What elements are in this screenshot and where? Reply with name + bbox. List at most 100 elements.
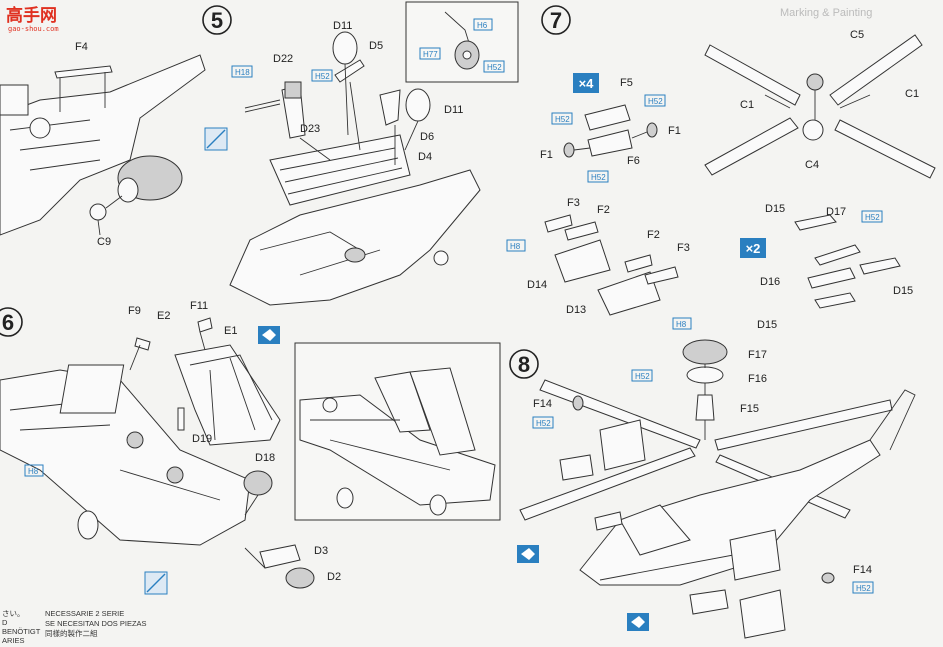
svg-text:H52: H52	[856, 584, 871, 593]
label-c4: C4	[805, 159, 819, 171]
part-d13-shape	[597, 271, 661, 316]
part-d3-shape	[259, 544, 301, 569]
label-f1-left: F1	[540, 149, 553, 161]
label-f2-top: F2	[597, 204, 610, 216]
label-c5: C5	[850, 29, 864, 41]
step-8: 8 H52	[509, 339, 916, 639]
label-d3: D3	[314, 545, 328, 557]
svg-text:H52: H52	[648, 97, 663, 106]
label-f1-right: F1	[668, 125, 681, 137]
h18-badge: H18	[231, 65, 253, 78]
label-f15: F15	[740, 403, 759, 415]
no-glue-icon	[204, 127, 228, 151]
h52-badge-f14-left: H52	[532, 416, 554, 429]
assembly-top-left: F4 C9	[0, 41, 206, 248]
multiplier-x2: ×2	[740, 238, 766, 258]
view-arrow-icon-step8-bottom	[627, 613, 649, 631]
step-number-8: 8	[518, 352, 530, 377]
watermark-url: gao-shou.com	[8, 25, 59, 33]
main-rotor-blade-3	[519, 447, 696, 521]
label-e1: E1	[224, 325, 237, 337]
label-d4: D4	[418, 151, 432, 163]
label-f11: F11	[190, 300, 208, 312]
svg-text:H52: H52	[315, 72, 330, 81]
part-d11-top	[332, 31, 358, 65]
missile-d15-right	[859, 257, 901, 275]
part-f16-shape	[686, 366, 724, 384]
part-f15-shape	[695, 394, 715, 421]
wheel-step6	[77, 510, 99, 540]
part-d19-shape	[177, 407, 185, 431]
watermark-text: 高手网	[6, 5, 57, 26]
part-d5-shape	[334, 59, 365, 83]
h8-badge-d13: H8	[672, 317, 692, 330]
part-f14-right	[821, 572, 835, 584]
label-d6: D6	[420, 131, 434, 143]
view-arrow-icon-step8-left	[517, 545, 539, 563]
footer-notes: さい。 D BENÖTIGT ARIES NECESSARIE 2 SERIE …	[2, 609, 147, 645]
label-f9: F9	[128, 305, 141, 317]
fuselage-step5	[229, 169, 481, 306]
part-d11-right	[405, 88, 431, 122]
label-d2: D2	[327, 571, 341, 583]
svg-text:H52: H52	[487, 63, 502, 72]
footer-left-1: さい。	[2, 609, 25, 618]
label-f3-bottom: F3	[677, 242, 690, 254]
part-f14-left	[572, 395, 584, 411]
part-f1-right	[646, 122, 658, 138]
label-d11-top: D11	[333, 20, 352, 32]
label-d23: D23	[300, 123, 320, 135]
part-f1-left	[563, 142, 575, 158]
svg-text:H6: H6	[477, 21, 488, 30]
footer-right-1: NECESSARIE 2 SERIE	[45, 609, 124, 618]
step-5: 5 D11 D5 D22 D23 D11 D6 D4 H18	[202, 5, 481, 306]
h52-badge-step5: H52	[311, 69, 333, 82]
footer-left-3: BENÖTIGT	[2, 627, 41, 636]
label-d11-right: D11	[444, 104, 463, 116]
svg-text:H52: H52	[635, 372, 650, 381]
label-d17: D17	[826, 206, 846, 218]
part-f6-shape	[587, 129, 633, 157]
tail-rotor-assembly: C5 C1 C1 C4	[704, 29, 936, 179]
svg-text:H52: H52	[536, 419, 551, 428]
part-f4-shape	[54, 65, 113, 79]
footer-right-3: 同樣的製作二組	[45, 628, 98, 638]
svg-text:H8: H8	[676, 320, 687, 329]
h6-badge: H6	[473, 18, 493, 31]
part-d16-shape	[807, 267, 856, 289]
h52-badge-f5-left: H52	[551, 112, 573, 125]
footer-right-2: SE NECESITAN DOS PIEZAS	[45, 619, 147, 628]
h52-badge-d17: H52	[861, 210, 883, 223]
part-c4-shape	[802, 119, 824, 141]
label-d16: D16	[760, 276, 780, 288]
h52-badge-f5-right: H52	[644, 94, 666, 107]
step-number-6: 6	[2, 310, 14, 335]
view-arrow-icon-step6	[258, 326, 280, 344]
label-c9: C9	[97, 236, 111, 248]
step-number-7: 7	[550, 8, 562, 33]
missile-d15-bottom	[814, 292, 856, 309]
svg-text:H8: H8	[28, 467, 39, 476]
label-f4: F4	[75, 41, 88, 53]
fuselage-partial-top	[0, 54, 206, 236]
rotor-blade-br	[834, 119, 936, 179]
missile-d15-top	[794, 214, 837, 231]
label-f16: F16	[748, 373, 767, 385]
footer-left-4: ARIES	[2, 636, 25, 645]
h52-badge-inset: H52	[483, 60, 505, 73]
h8-badge-d14: H8	[506, 239, 526, 252]
label-f2-bottom: F2	[647, 229, 660, 241]
assembled-canopy-inset	[294, 342, 501, 521]
multiplier-x4: ×4	[573, 73, 599, 93]
label-f14-left: F14	[533, 398, 552, 410]
label-f5: F5	[620, 77, 633, 89]
h52-badge-f6: H52	[587, 170, 609, 183]
svg-text:×2: ×2	[746, 241, 761, 256]
step-number-5: 5	[211, 8, 223, 33]
step-6: 6 H8 F9 E2 F11 E1 D19 D	[0, 300, 341, 595]
part-c5-shape	[806, 73, 824, 91]
part-f9-shape	[134, 337, 151, 351]
part-d22-shape	[284, 81, 302, 99]
label-d14: D14	[527, 279, 547, 291]
